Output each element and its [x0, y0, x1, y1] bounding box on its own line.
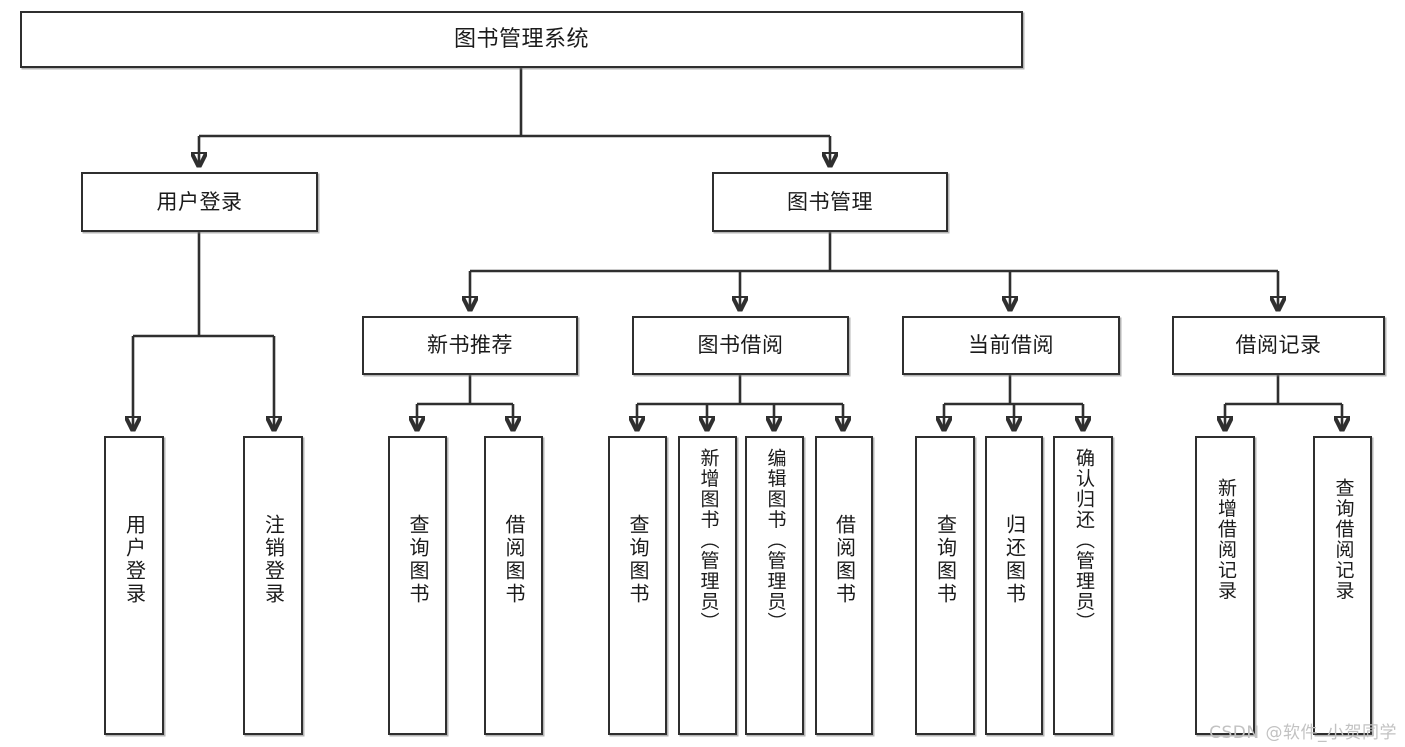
leaf-query-book-current[interactable]: 查询图书 — [915, 436, 975, 735]
watermark-text: CSDN @软件_小贺同学 — [1209, 723, 1397, 743]
node-label: 新增借阅记录 — [1214, 478, 1237, 601]
leaf-add-borrow-record[interactable]: 新增借阅记录 — [1195, 436, 1255, 735]
leaf-confirm-return[interactable]: 确认归还（管理员） — [1053, 436, 1113, 735]
node-label: 用户登录 — [122, 514, 147, 606]
leaf-return-book[interactable]: 归还图书 — [985, 436, 1043, 735]
node-label: 新增图书（管理员） — [697, 448, 720, 633]
node-label: 新书推荐 — [427, 333, 513, 358]
node-label: 编辑图书（管理员） — [764, 448, 787, 633]
node-user-login[interactable]: 用户登录 — [81, 172, 318, 232]
node-label: 图书借阅 — [697, 333, 784, 358]
node-root-system[interactable]: 图书管理系统 — [20, 11, 1023, 68]
node-new-book-recommend[interactable]: 新书推荐 — [362, 316, 578, 375]
node-label: 注销登录 — [261, 514, 286, 606]
node-label: 图书管理系统 — [453, 26, 589, 52]
leaf-borrow-book-borrow[interactable]: 借阅图书 — [815, 436, 873, 735]
node-label: 借阅记录 — [1235, 333, 1322, 358]
node-label: 借阅图书 — [502, 514, 526, 606]
node-label: 借阅图书 — [832, 514, 857, 606]
node-current-borrow[interactable]: 当前借阅 — [902, 316, 1120, 375]
node-label: 查询图书 — [406, 514, 430, 606]
node-label: 图书管理 — [787, 189, 873, 214]
leaf-query-borrow-record[interactable]: 查询借阅记录 — [1313, 436, 1372, 735]
leaf-query-book-borrow[interactable]: 查询图书 — [608, 436, 667, 735]
node-label: 用户登录 — [156, 189, 243, 214]
node-book-manage[interactable]: 图书管理 — [712, 172, 948, 232]
node-label: 查询图书 — [933, 514, 958, 606]
leaf-edit-book[interactable]: 编辑图书（管理员） — [745, 436, 804, 735]
node-label: 当前借阅 — [968, 333, 1054, 358]
leaf-logout[interactable]: 注销登录 — [243, 436, 303, 735]
node-book-borrow[interactable]: 图书借阅 — [632, 316, 849, 375]
node-label: 查询借阅记录 — [1332, 478, 1355, 601]
node-label: 归还图书 — [1002, 514, 1027, 606]
leaf-borrow-book-recommend[interactable]: 借阅图书 — [484, 436, 543, 735]
leaf-user-login[interactable]: 用户登录 — [104, 436, 164, 735]
node-label: 查询图书 — [626, 514, 650, 606]
node-label: 确认归还（管理员） — [1072, 448, 1095, 633]
leaf-query-book-recommend[interactable]: 查询图书 — [388, 436, 447, 735]
leaf-add-book[interactable]: 新增图书（管理员） — [678, 436, 737, 735]
node-borrow-record[interactable]: 借阅记录 — [1172, 316, 1385, 375]
